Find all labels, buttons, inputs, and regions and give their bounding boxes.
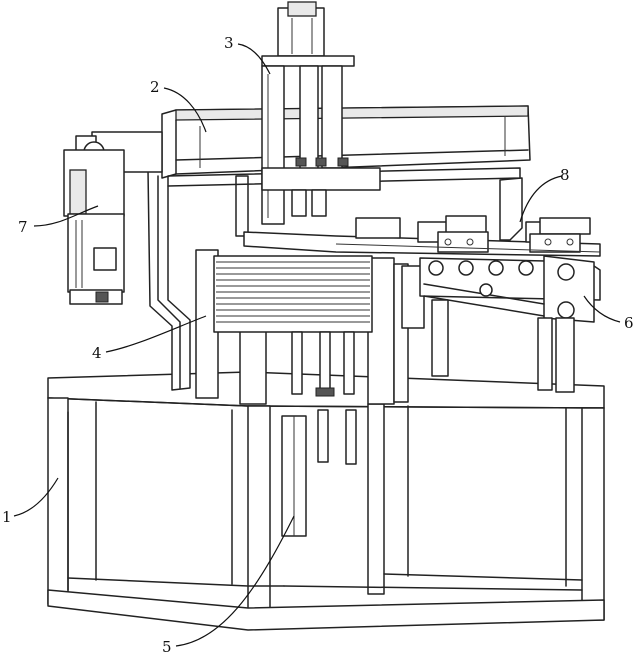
label-3: 3	[224, 34, 234, 52]
label-1: 1	[2, 508, 12, 526]
label-7: 7	[18, 218, 28, 236]
servo-motor	[63, 131, 163, 305]
label-4: 4	[92, 344, 102, 362]
part-labels: 1 2 3 4 5 6 7 8	[2, 34, 634, 656]
label-5: 5	[162, 638, 172, 656]
material-stack	[195, 249, 425, 405]
conveyor	[243, 215, 601, 393]
label-8: 8	[560, 166, 570, 184]
label-6: 6	[624, 314, 634, 332]
base-frame	[47, 371, 605, 631]
vertical-slide	[261, 1, 381, 225]
label-2: 2	[150, 78, 160, 96]
leader-lines	[13, 43, 621, 647]
